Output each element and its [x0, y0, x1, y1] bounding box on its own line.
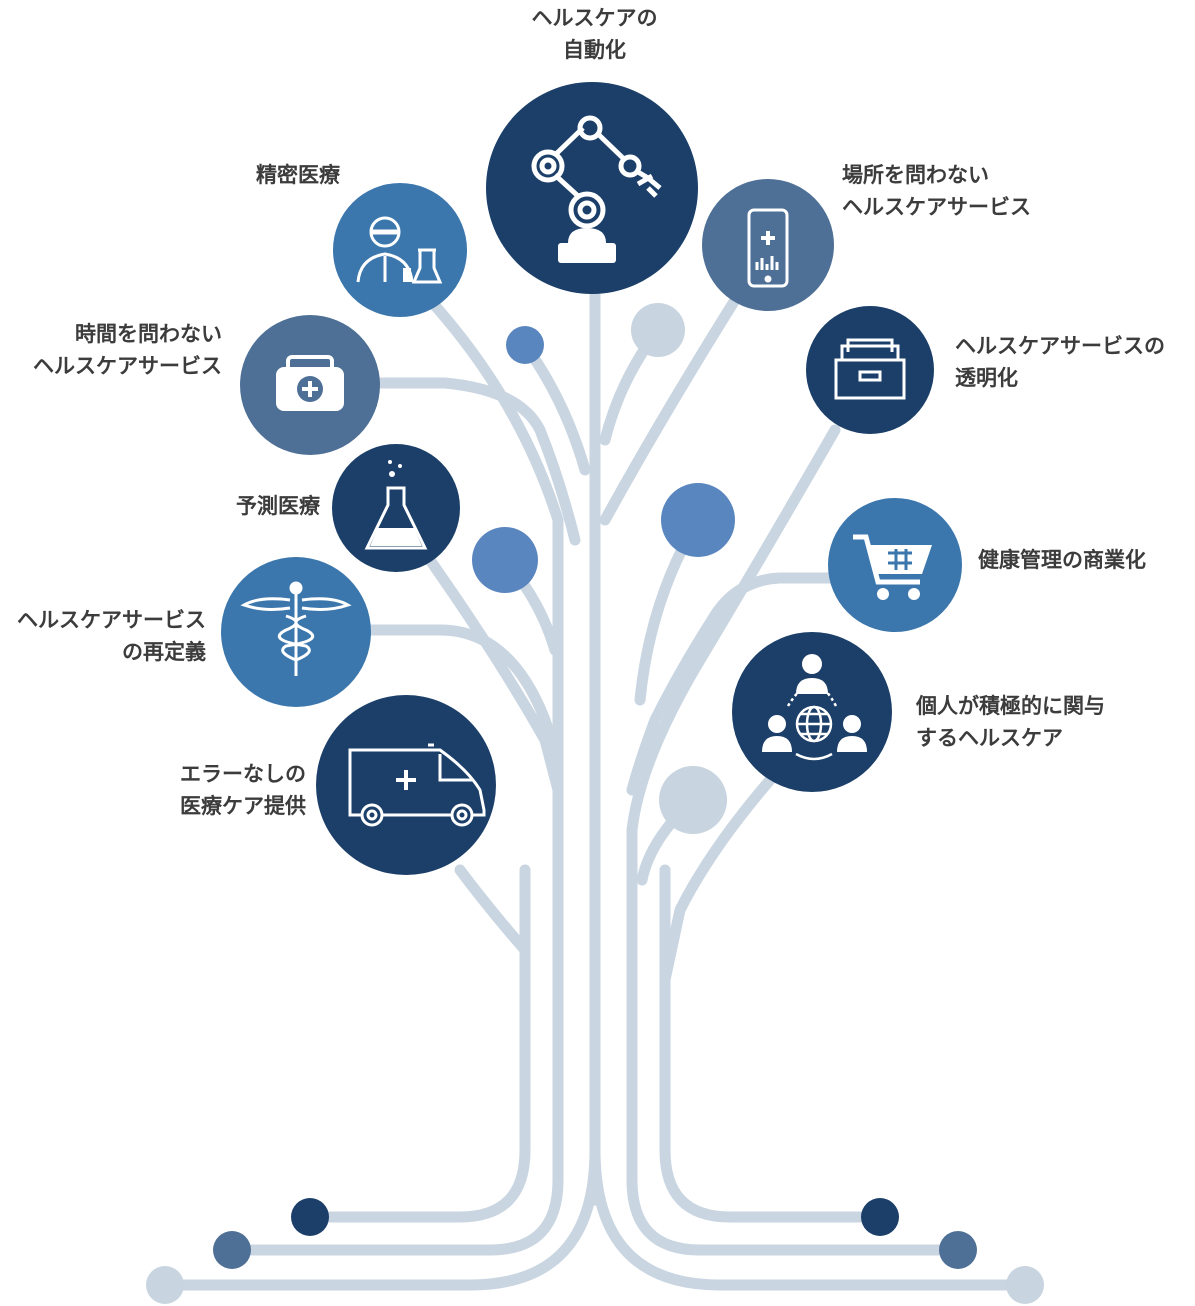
root-dot-left-1	[146, 1266, 184, 1304]
label-precision-line1: 精密医療	[256, 163, 340, 187]
branch-anywhere	[599, 294, 741, 526]
node-error-free	[316, 695, 496, 875]
label-error-free-line2: 医療ケア提供	[180, 794, 306, 818]
label-redefinition-line2: の再定義	[122, 640, 206, 664]
branch-redefinition	[364, 624, 564, 766]
dot-right-mid	[661, 483, 735, 557]
root-left-3	[304, 864, 531, 1223]
branch-error-free	[454, 864, 531, 1106]
node-transparency	[806, 306, 934, 434]
label-redefinition-line1: ヘルスケアサービス	[17, 608, 206, 632]
lab-scientist-icon	[356, 216, 443, 284]
root-dot-left-2	[213, 1231, 251, 1269]
label-transparency-line1: ヘルスケアサービスの	[955, 334, 1165, 358]
node-engagement	[732, 632, 892, 792]
root-right-1	[589, 1144, 1031, 1291]
branch-predictive	[424, 554, 564, 796]
shopping-cart-icon	[853, 534, 932, 600]
label-anywhere: 場所を問わない ヘルスケアサービス	[842, 159, 1072, 223]
dot-left-mid	[472, 527, 538, 593]
root-dot-right-1	[1006, 1266, 1044, 1304]
node-precision	[333, 183, 467, 317]
smartphone-health-icon	[747, 208, 789, 288]
file-drawer-icon	[834, 338, 906, 400]
ambulance-icon	[348, 743, 486, 827]
caduceus-icon	[240, 581, 352, 676]
people-globe-icon	[762, 654, 867, 761]
label-predictive-line1: 予測医療	[236, 494, 320, 518]
node-automation	[486, 82, 698, 294]
root-dot-right-2	[939, 1231, 977, 1269]
label-commercialization: 健康管理の商業化	[978, 544, 1193, 576]
label-engagement-line1: 個人が積極的に関与	[916, 694, 1105, 718]
label-engagement: 個人が積極的に関与 するヘルスケア	[916, 690, 1156, 754]
branch-commercialization	[626, 572, 836, 796]
label-automation: ヘルスケアの 自動化	[512, 2, 677, 66]
label-anytime-line1: 時間を問わない	[75, 322, 222, 346]
dot-right-low	[659, 766, 727, 834]
root-dot-right-3	[861, 1198, 899, 1236]
label-transparency-line2: 透明化	[955, 366, 1018, 390]
label-automation-line1: ヘルスケアの	[531, 6, 658, 30]
flask-icon	[364, 460, 428, 550]
label-error-free: エラーなしの 医療ケア提供	[120, 758, 306, 822]
label-anywhere-line1: 場所を問わない	[842, 163, 989, 187]
dot-left-small	[506, 326, 544, 364]
tree-branches	[159, 289, 1031, 1291]
node-anywhere	[702, 179, 834, 311]
root-right-3	[659, 864, 886, 1223]
label-commercialization-line1: 健康管理の商業化	[978, 548, 1146, 572]
label-redefinition: ヘルスケアサービス の再定義	[0, 604, 206, 668]
branch-transparency	[626, 424, 841, 836]
branch-anytime	[372, 377, 581, 546]
node-commercialization	[828, 498, 962, 632]
node-anytime	[240, 315, 380, 455]
branch-engagement	[659, 774, 776, 986]
label-automation-line2: 自動化	[563, 38, 626, 62]
decorative-dots	[146, 303, 1044, 1304]
root-dot-left-3	[291, 1198, 329, 1236]
node-predictive	[332, 444, 460, 572]
medical-kit-icon	[276, 355, 344, 411]
label-error-free-line1: エラーなしの	[180, 762, 306, 786]
root-left-2	[226, 814, 564, 1256]
node-redefinition	[221, 557, 371, 707]
label-precision: 精密医療	[180, 159, 340, 191]
label-anytime-line2: ヘルスケアサービス	[33, 354, 222, 378]
label-predictive: 予測医療	[160, 490, 320, 522]
branch-precision	[424, 294, 564, 826]
dot-right-top	[631, 303, 685, 357]
label-transparency: ヘルスケアサービスの 透明化	[955, 330, 1190, 394]
label-anywhere-line2: ヘルスケアサービス	[842, 195, 1031, 219]
robot-arm-icon	[531, 115, 662, 263]
label-anytime: 時間を問わない ヘルスケアサービス	[0, 318, 222, 382]
root-right-2	[626, 824, 964, 1256]
label-engagement-line2: するヘルスケア	[916, 726, 1063, 750]
